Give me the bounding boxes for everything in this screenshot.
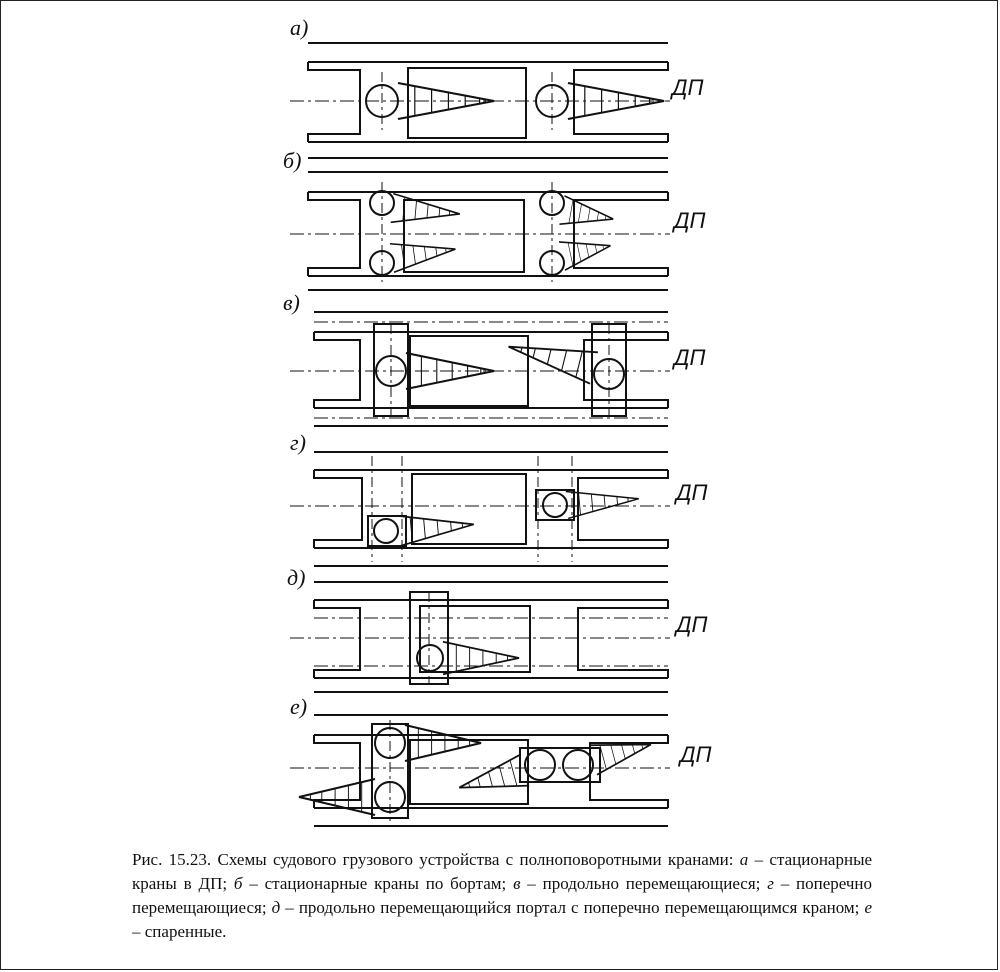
caption-item-text: – продольно перемещающийся портал с попе… bbox=[285, 898, 860, 917]
axis-label-dp-a: ДП bbox=[669, 75, 703, 100]
caption-item-letter: д bbox=[271, 898, 281, 917]
panel-a bbox=[290, 42, 670, 159]
axis-label-dp-v: ДП bbox=[671, 345, 705, 370]
caption-item-text: – стационарные краны в ДП; bbox=[132, 850, 873, 893]
panel-label-e: е) bbox=[290, 694, 307, 719]
caption-item-letter: е bbox=[864, 898, 872, 917]
panel-label-v: в) bbox=[283, 290, 300, 315]
axis-label-dp-g: ДП bbox=[673, 480, 707, 505]
caption-item-letter: в bbox=[513, 874, 521, 893]
figure-caption: Рис. 15.23. Схемы судового грузового уст… bbox=[132, 848, 872, 944]
panel-label-g: г) bbox=[290, 430, 306, 455]
axis-label-dp-e: ДП bbox=[677, 742, 711, 767]
caption-item-letter: б bbox=[233, 874, 243, 893]
axis-label-dp-b: ДП bbox=[671, 208, 705, 233]
panel-v bbox=[290, 311, 670, 427]
axis-label-dp-d: ДП bbox=[673, 612, 707, 637]
caption-item-text: – продольно перемещающиеся; bbox=[527, 874, 761, 893]
caption-item-text: – поперечно перемещающиеся; bbox=[132, 874, 873, 917]
panel-d bbox=[290, 581, 670, 693]
crane-schemes-diagram: а) б) в) г) д) е) ДП ДП ДП ДП ДП ДП bbox=[283, 15, 711, 827]
caption-lead: Схемы судового грузового устройства с по… bbox=[217, 850, 734, 869]
panel-b bbox=[290, 171, 670, 291]
panel-label-a: а) bbox=[290, 15, 308, 40]
caption-item-text: – спаренные. bbox=[132, 922, 227, 941]
figure-number: Рис. 15.23. bbox=[132, 850, 212, 869]
panel-e bbox=[290, 714, 670, 827]
caption-item-text: – стационарные краны по бортам; bbox=[249, 874, 507, 893]
panel-g bbox=[290, 451, 670, 567]
panel-label-b: б) bbox=[283, 148, 301, 173]
caption-item-letter: г bbox=[767, 874, 774, 893]
caption-item-letter: а bbox=[739, 850, 749, 869]
panel-label-d: д) bbox=[287, 565, 305, 590]
